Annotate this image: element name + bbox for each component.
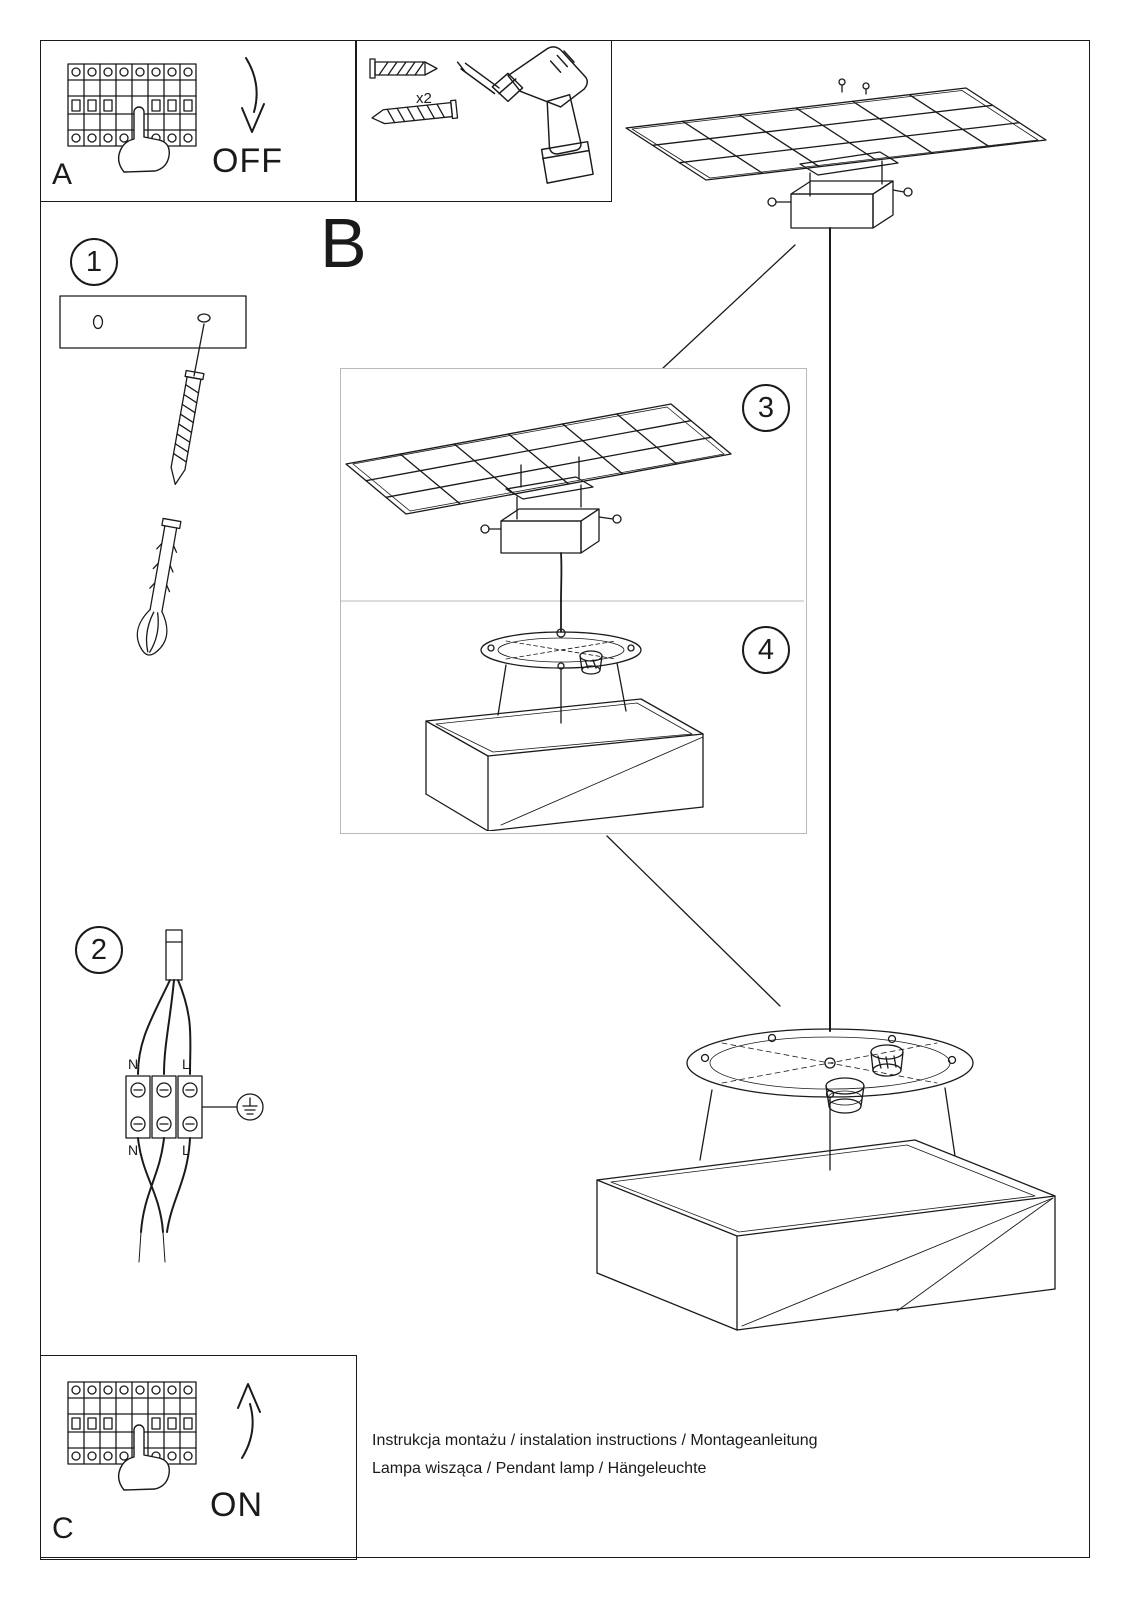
step-3-badge: 3 <box>742 384 790 432</box>
screw-and-anchor <box>136 323 205 656</box>
label-n-top: N <box>128 1056 139 1072</box>
wires-top <box>137 979 192 1075</box>
lamp-canopy <box>686 1028 974 1114</box>
suspended-ceiling-grid <box>625 78 1047 181</box>
junction-box <box>767 180 913 248</box>
wall-anchor-icon <box>136 517 182 656</box>
step-2-badge: 2 <box>75 926 123 974</box>
pointing-hand-icon <box>117 106 170 173</box>
label-l-top: L <box>182 1056 190 1072</box>
earth-ground-icon <box>201 1093 264 1121</box>
terminal-block <box>125 1075 203 1139</box>
wiring-diagram <box>125 929 264 1263</box>
wires-bottom <box>137 1137 191 1263</box>
square-lamp-shade <box>425 662 704 831</box>
panel-power-on <box>40 1355 357 1560</box>
circuit-breaker-icon <box>67 1381 197 1491</box>
panel-c-letter: C <box>52 1512 74 1545</box>
step-3-number: 3 <box>757 391 775 424</box>
mounting-plate <box>59 295 247 349</box>
cable-sheath <box>165 929 183 981</box>
tools-illustration <box>369 46 594 184</box>
screw-icon <box>170 369 205 486</box>
panel-tools <box>355 40 612 202</box>
drill-icon <box>456 46 594 184</box>
off-label: OFF <box>212 142 283 180</box>
mounting-bracket <box>799 151 899 197</box>
junction-box <box>480 508 622 602</box>
panel-power-off <box>40 40 357 202</box>
caption-line-2: Lampa wisząca / Pendant lamp / Hängeleuc… <box>372 1460 707 1477</box>
pendant-lamp <box>596 1028 1056 1331</box>
on-label: ON <box>210 1486 263 1524</box>
panel-a-letter: A <box>52 158 73 191</box>
leader-line-to-lamp <box>606 835 781 1007</box>
leader-line-to-inset <box>661 244 796 370</box>
caption-line-1: Instrukcja montażu / instalation instruc… <box>372 1432 818 1449</box>
step-4-badge: 4 <box>742 626 790 674</box>
step-1-badge: 1 <box>70 238 118 286</box>
square-lamp-shade <box>596 1087 1056 1331</box>
inset-illustration <box>341 403 804 831</box>
label-l-bottom: L <box>182 1142 190 1158</box>
section-b-letter: B <box>320 204 367 282</box>
curved-arrow-down-icon <box>241 57 265 133</box>
step-1-number: 1 <box>85 245 103 278</box>
wall-anchor-icon <box>369 58 438 79</box>
step-4-number: 4 <box>757 633 775 666</box>
screw-icon <box>371 99 459 125</box>
suspended-ceiling-grid <box>345 403 732 515</box>
mounting-bracket <box>505 456 594 520</box>
step-2-number: 2 <box>90 933 108 966</box>
anchor-count-label: x2 <box>416 90 432 107</box>
circuit-breaker-icon <box>67 63 197 173</box>
label-n-bottom: N <box>128 1142 139 1158</box>
inset-panel <box>340 368 807 834</box>
curved-arrow-up-icon <box>237 1383 261 1459</box>
ceiling-assembly-b <box>625 78 1047 248</box>
pointing-hand-icon <box>117 1424 170 1491</box>
